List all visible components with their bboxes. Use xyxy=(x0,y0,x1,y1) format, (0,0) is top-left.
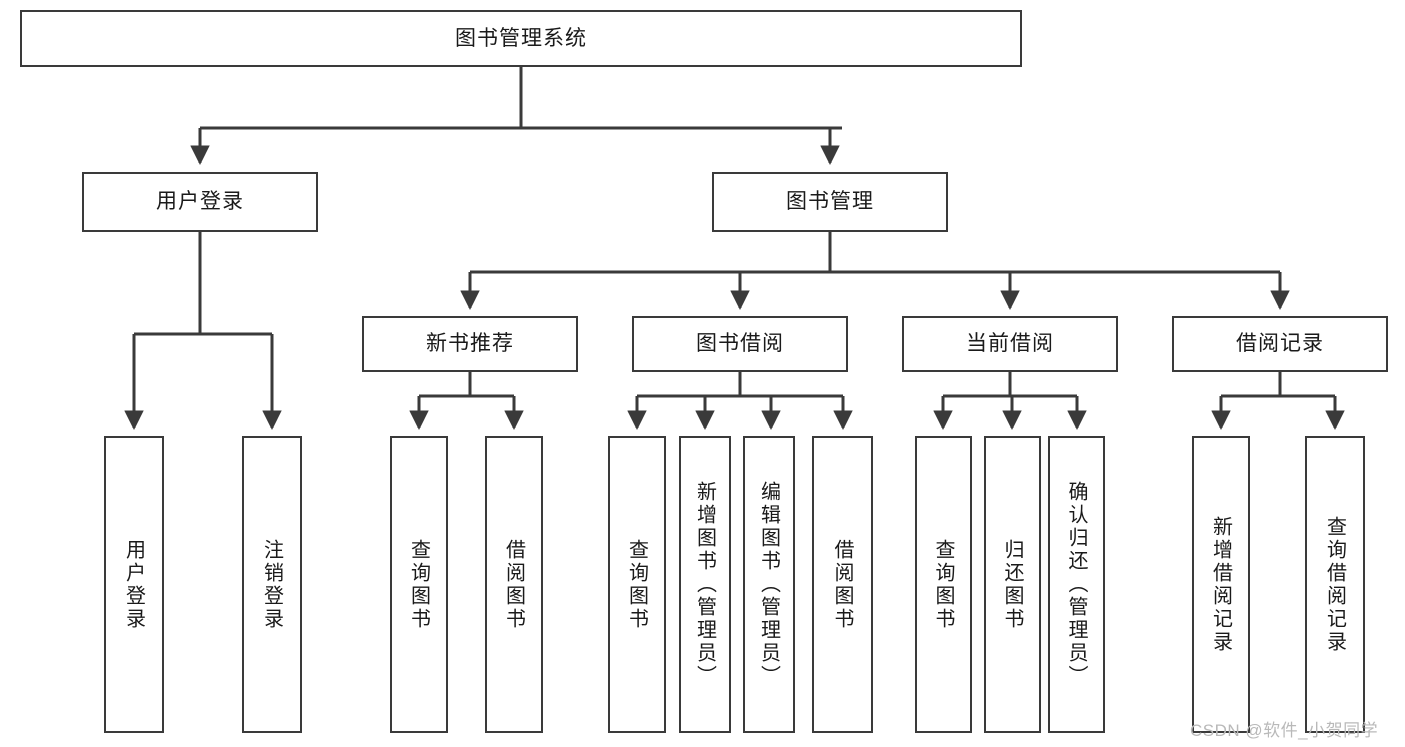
leaf-label: 查询图书 xyxy=(932,538,954,631)
leaf-current-borrow-query[interactable]: 查询图书 xyxy=(915,436,972,733)
leaf-book-borrow-add[interactable]: 新增图书（管理员） xyxy=(679,436,731,733)
node-book-borrow[interactable]: 图书借阅 xyxy=(632,316,848,372)
node-current-borrow[interactable]: 当前借阅 xyxy=(902,316,1118,372)
leaf-label: 确认归还（管理员） xyxy=(1065,481,1087,688)
node-root-system[interactable]: 图书管理系统 xyxy=(20,10,1022,67)
leaf-label: 借阅图书 xyxy=(502,538,525,631)
leaf-user-login-logout[interactable]: 注销登录 xyxy=(242,436,302,733)
leaf-book-borrow-edit[interactable]: 编辑图书（管理员） xyxy=(743,436,795,733)
leaf-borrow-record-query[interactable]: 查询借阅记录 xyxy=(1305,436,1365,733)
leaf-label: 借阅图书 xyxy=(831,538,853,631)
leaf-current-borrow-return[interactable]: 归还图书 xyxy=(984,436,1041,733)
leaf-book-borrow-borrow[interactable]: 借阅图书 xyxy=(812,436,873,733)
leaf-label: 用户登录 xyxy=(122,538,145,631)
leaf-label: 查询借阅记录 xyxy=(1323,515,1346,654)
leaf-user-login-login[interactable]: 用户登录 xyxy=(104,436,164,733)
csdn-watermark: CSDN @软件_小贺同学 xyxy=(1190,721,1379,740)
node-borrow-record[interactable]: 借阅记录 xyxy=(1172,316,1388,372)
leaf-label: 注销登录 xyxy=(260,538,283,631)
leaf-label: 编辑图书（管理员） xyxy=(757,481,780,688)
leaf-label: 新增图书（管理员） xyxy=(693,481,716,688)
leaf-label: 查询图书 xyxy=(407,538,430,631)
node-book-manage[interactable]: 图书管理 xyxy=(712,172,948,232)
leaf-label: 新增借阅记录 xyxy=(1209,515,1232,654)
leaf-label: 查询图书 xyxy=(625,538,648,631)
node-new-book-recommend[interactable]: 新书推荐 xyxy=(362,316,578,372)
leaf-new-book-query[interactable]: 查询图书 xyxy=(390,436,448,733)
leaf-label: 归还图书 xyxy=(1001,538,1023,631)
node-user-login[interactable]: 用户登录 xyxy=(82,172,318,232)
leaf-new-book-borrow[interactable]: 借阅图书 xyxy=(485,436,543,733)
leaf-borrow-record-add[interactable]: 新增借阅记录 xyxy=(1192,436,1250,733)
leaf-book-borrow-query[interactable]: 查询图书 xyxy=(608,436,666,733)
leaf-current-borrow-confirm[interactable]: 确认归还（管理员） xyxy=(1048,436,1105,733)
